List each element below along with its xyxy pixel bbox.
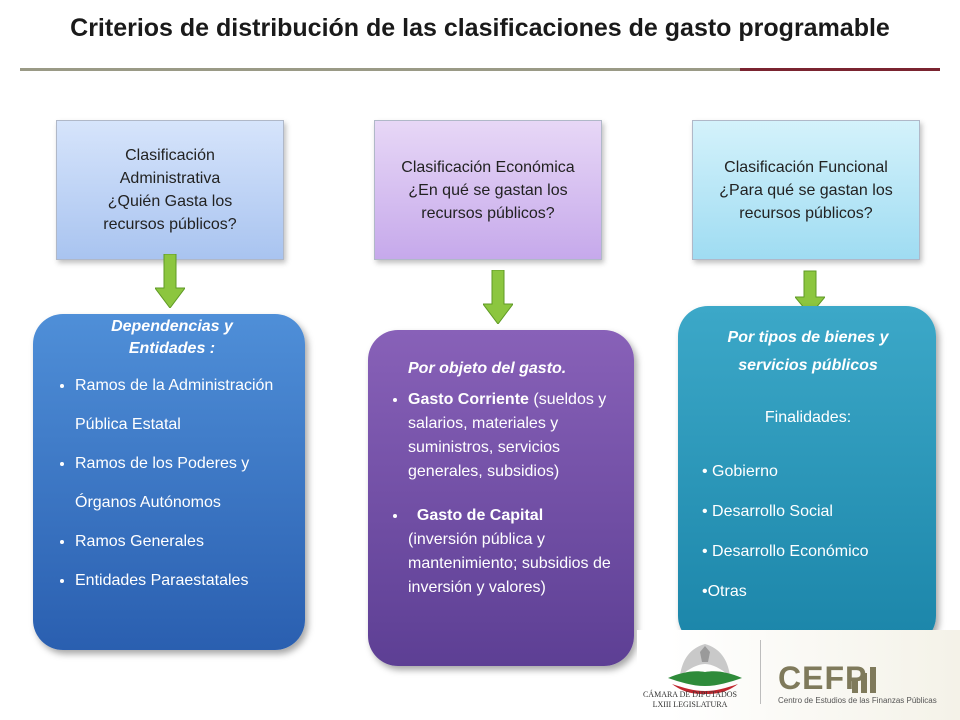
list-item: •Otras — [702, 583, 747, 600]
list-item: Gasto Corriente (sueldos y salarios, mat… — [408, 388, 616, 484]
card-administrativa: Dependencias y Entidades : Ramos de la A… — [33, 314, 305, 650]
footer-divider — [760, 640, 761, 704]
header-box-economica: Clasificación Económica ¿En qué se gasta… — [374, 120, 602, 260]
camara-name: CÁMARA DE DIPUTADOS — [642, 690, 738, 699]
list-item: Entidades Paraestatales — [75, 561, 287, 600]
header-box-funcional: Clasificación Funcional ¿Para qué se gas… — [692, 120, 920, 260]
camara-emblem-icon — [668, 644, 742, 694]
down-arrow-icon — [483, 270, 513, 324]
header-text-economica: Clasificación Económica ¿En qué se gasta… — [401, 158, 575, 222]
list-item: • Desarrollo Económico — [702, 543, 869, 560]
finalidades-label: Finalidades: — [764, 409, 852, 426]
camara-legislatura: LXIII LEGISLATURA — [652, 700, 728, 709]
list-administrativa: Ramos de la Administración Pública Estat… — [57, 366, 287, 600]
card-economica: Por objeto del gasto. Gasto Corriente (s… — [368, 330, 634, 666]
card-title-administrativa: Dependencias y Entidades : — [111, 318, 233, 357]
cefp-logo-text: CEFP — [778, 660, 868, 696]
card-title-funcional: Por tipos de bienes y servicios públicos — [727, 329, 889, 374]
list-item-bold: Gasto Corriente — [408, 391, 529, 408]
list-item: Ramos Generales — [75, 522, 287, 561]
card-funcional: Por tipos de bienes y servicios públicos… — [678, 306, 936, 646]
list-item: Ramos de la Administración Pública Estat… — [75, 366, 287, 444]
list-item-bold: Gasto de Capital — [408, 507, 544, 524]
down-arrow-icon — [155, 254, 185, 308]
list-economica: Gasto Corriente (sueldos y salarios, mat… — [390, 388, 616, 600]
list-item-detail: (inversión pública y mantenimiento; subs… — [408, 531, 611, 596]
list-item: • Gobierno — [702, 463, 778, 480]
cefp-bars-icon — [852, 667, 876, 693]
header-text-funcional: Clasificación Funcional ¿Para qué se gas… — [719, 158, 893, 222]
title-rule-gray — [20, 68, 740, 71]
list-item: Ramos de los Poderes y Órganos Autónomos — [75, 444, 287, 522]
page-title: Criterios de distribución de las clasifi… — [70, 14, 890, 42]
list-funcional: • Gobierno • Desarrollo Social • Desarro… — [694, 452, 922, 612]
header-box-administrativa: Clasificación Administrativa ¿Quién Gast… — [56, 120, 284, 260]
list-item-detail: (sueldos y salarios, materiales y sumini… — [408, 391, 607, 480]
cefp-subtitle: Centro de Estudios de las Finanzas Públi… — [778, 696, 937, 705]
card-title-economica: Por objeto del gasto. — [408, 360, 567, 377]
list-item: Gasto de Capital (inversión pública y ma… — [408, 504, 616, 600]
list-item: • Desarrollo Social — [702, 503, 833, 520]
camara-text: CÁMARA DE DIPUTADOS LXIII LEGISLATURA — [640, 690, 740, 710]
header-text-administrativa: Clasificación Administrativa ¿Quién Gast… — [103, 147, 237, 233]
title-rule-red — [740, 68, 940, 71]
